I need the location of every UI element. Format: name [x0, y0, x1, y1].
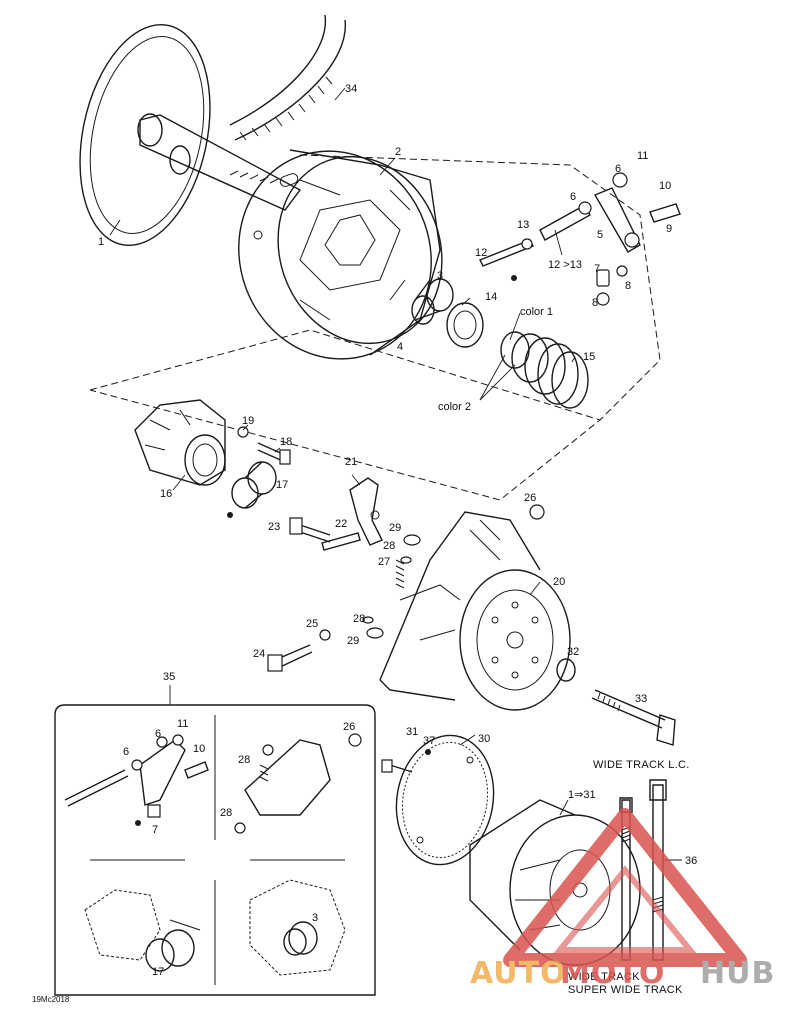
inset-callout-17: 17: [152, 966, 164, 978]
leader-lines: [109, 87, 576, 816]
watermark-text-moto: MOTO: [560, 956, 665, 991]
callout-36: 36: [685, 855, 697, 867]
callout-2: 2: [395, 146, 401, 158]
callout-37: 37: [423, 735, 435, 747]
inset-callout-26: 26: [343, 721, 355, 733]
callout-1: 1: [98, 236, 104, 248]
washer-part-25: [319, 629, 331, 641]
inset-callout-6b: 6: [155, 728, 161, 740]
watermark-text-auto: AUTO: [470, 956, 567, 991]
callout-labels: 1 2 3 4 5 6 6 7 8 8 9 10 11 12 12 >13 13…: [98, 83, 697, 978]
spring-part-27: [395, 559, 405, 589]
drive-belt-part: [229, 14, 346, 141]
watermark-logo: AUTO MOTO HUB: [470, 808, 775, 991]
callout-27: 27: [378, 556, 390, 568]
callout-8a: 8: [592, 297, 598, 309]
callout-4: 4: [397, 341, 403, 353]
bolt-part-33: [591, 689, 676, 746]
callout-11: 11: [637, 150, 648, 162]
note-wide-track-lc: WIDE TRACK L.C.: [593, 759, 690, 771]
callout-1-31: 1⇒31: [568, 789, 596, 801]
ring-gear-part-30: [395, 734, 495, 866]
callout-12-13: 12 >13: [548, 259, 582, 271]
note-color-1: color 1: [520, 306, 553, 318]
callout-15: 15: [583, 351, 595, 363]
callout-9: 9: [666, 223, 672, 235]
callout-12: 12: [475, 247, 487, 259]
inset-callout-7: 7: [152, 824, 158, 836]
callout-19: 19: [242, 415, 254, 427]
watermark-text-hub: HUB: [700, 956, 775, 991]
inset-callout-3: 3: [312, 912, 318, 924]
note-color-2: color 2: [438, 401, 471, 413]
inset-callout-11: 11: [177, 718, 188, 730]
note-super-wide-track: SUPER WIDE TRACK: [568, 984, 683, 996]
callout-35: 35: [163, 671, 175, 683]
callout-23: 23: [268, 521, 280, 533]
watermark-triangle-icon: [503, 808, 747, 967]
callout-28b: 28: [353, 613, 365, 625]
callout-28a: 28: [383, 540, 395, 552]
movable-sheave-part: [238, 149, 443, 360]
note-wide-track: WIDE TRACK: [568, 971, 640, 983]
screw-part-23: [289, 517, 331, 543]
inset-callout-10: 10: [193, 743, 205, 755]
roller-part-28-29: [362, 534, 421, 639]
callout-20: 20: [553, 576, 565, 588]
callout-34: 34: [345, 83, 357, 95]
fixed-sheave-part: [79, 23, 302, 247]
screw-part-18: [237, 426, 291, 465]
lever-assembly-part: [479, 172, 681, 306]
callout-31: 31: [406, 726, 418, 738]
callout-16: 16: [160, 488, 172, 500]
figure-code: 19Mc2018: [32, 995, 70, 1004]
callout-14: 14: [485, 291, 497, 303]
bushing-part-17: [227, 461, 277, 518]
cam-arm-part-21: [349, 477, 383, 546]
inset-callout-6a: 6: [123, 746, 129, 758]
inset-callout-28a: 28: [238, 754, 250, 766]
callout-22: 22: [335, 518, 347, 530]
callout-29a: 29: [389, 522, 401, 534]
inset-callout-28b: 28: [220, 807, 232, 819]
callout-7: 7: [594, 263, 600, 275]
callout-10: 10: [659, 180, 671, 192]
diagram-notes: color 1 color 2 WIDE TRACK L.C. WIDE TRA…: [32, 306, 690, 1004]
assembly-outlines: [89, 154, 661, 501]
callout-6b: 6: [570, 191, 576, 203]
governor-cup-part-20: [379, 504, 571, 711]
callout-17: 17: [276, 479, 288, 491]
callout-3: 3: [437, 270, 443, 282]
callout-13: 13: [517, 219, 529, 231]
seal-part-14: [446, 302, 484, 348]
callout-29b: 29: [347, 635, 359, 647]
spider-part-16: [134, 399, 226, 486]
callout-21: 21: [345, 456, 357, 468]
washer-part-32: [556, 658, 576, 682]
callout-33: 33: [635, 693, 647, 705]
spring-part-15: [500, 331, 589, 409]
callout-5: 5: [597, 229, 603, 241]
callout-25: 25: [306, 618, 318, 630]
callout-6a: 6: [615, 163, 621, 175]
callout-18: 18: [280, 436, 292, 448]
callout-32: 32: [567, 646, 579, 658]
pin-part-22: [321, 532, 361, 551]
callout-24: 24: [253, 648, 265, 660]
callout-8b: 8: [625, 280, 631, 292]
callout-30: 30: [478, 733, 490, 745]
screw-part-31-37: [381, 749, 431, 773]
callout-26: 26: [524, 492, 536, 504]
bushing-part-3: [411, 278, 454, 325]
inset-box-part-35: [54, 685, 376, 996]
screw-part-24: [267, 644, 313, 672]
